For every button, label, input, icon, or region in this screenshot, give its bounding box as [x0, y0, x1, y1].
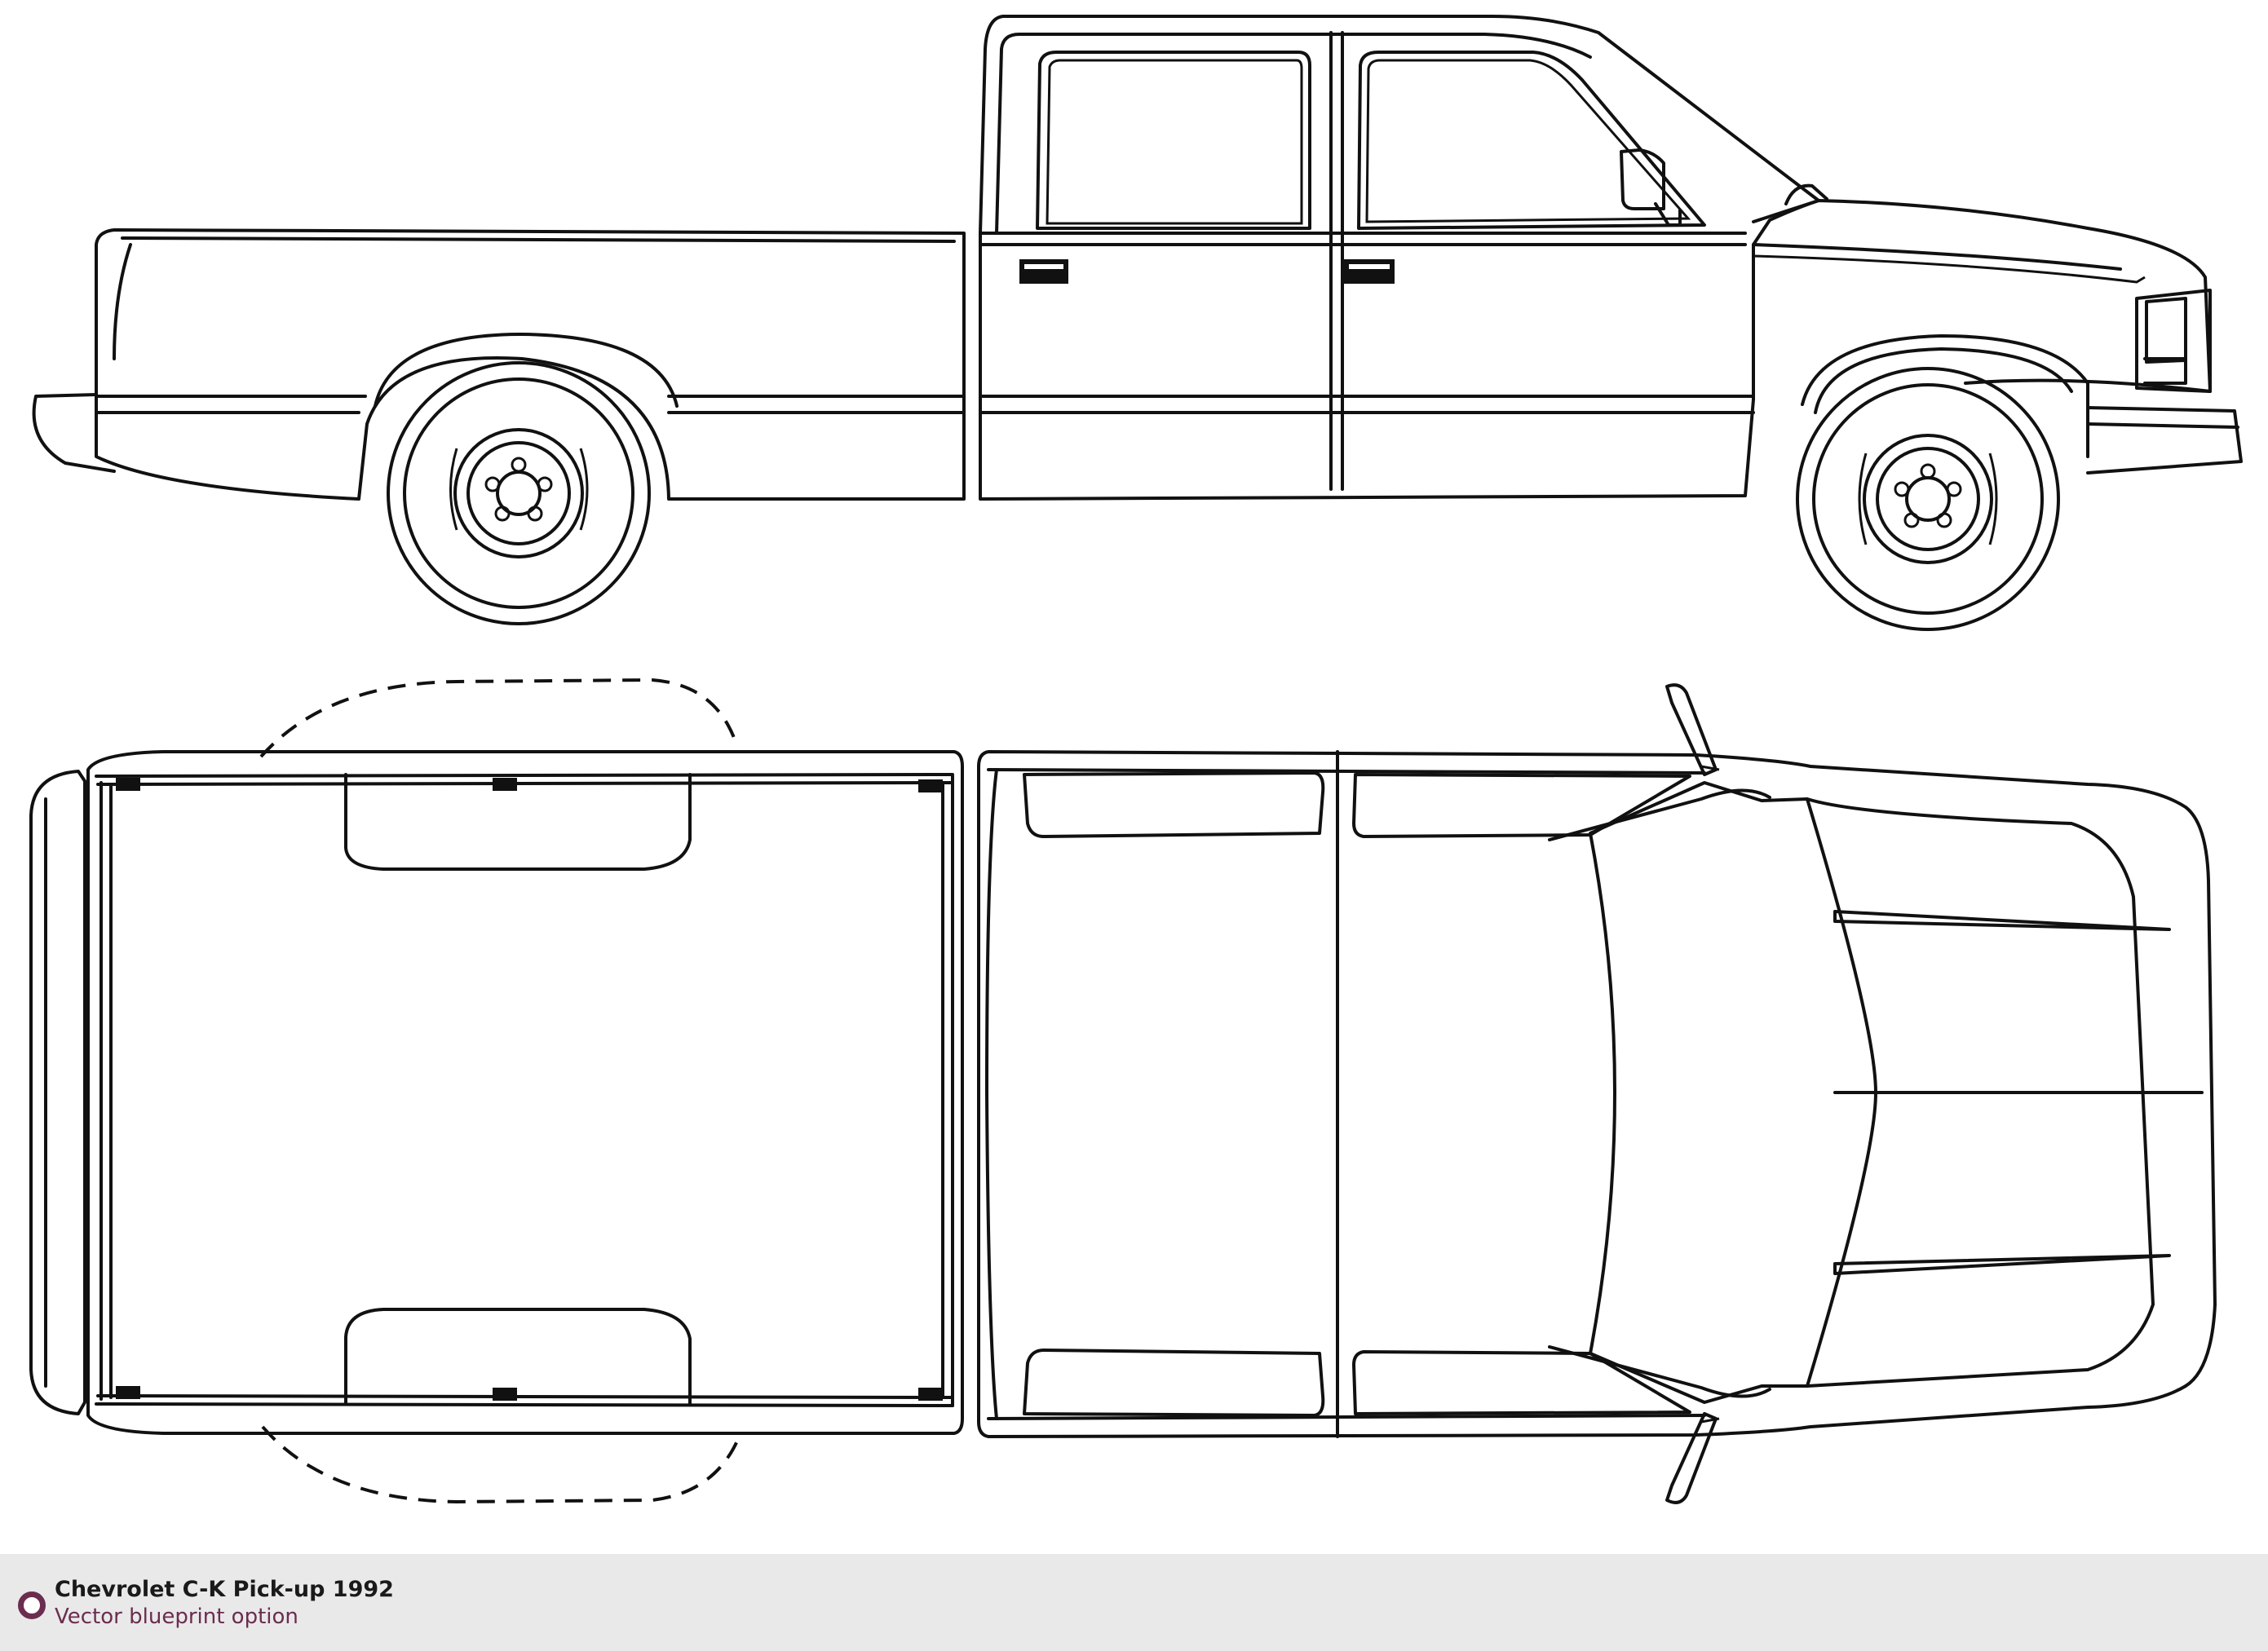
mirror-top-lower: [1665, 1412, 1718, 1504]
front-wheel: [1796, 367, 2060, 631]
side-view: [32, 15, 2243, 631]
front-bumper: [2086, 406, 2243, 475]
cab-roof-top: [977, 750, 2217, 1438]
windshield-top: [1589, 781, 1877, 1404]
hood-side: [1752, 199, 2212, 393]
rear-bumper: [32, 393, 116, 473]
front-door-handle: [1344, 259, 1395, 284]
side-mirror: [1620, 148, 1682, 227]
rear-wheel: [387, 361, 651, 625]
headlight: [2135, 289, 2212, 393]
top-view: [29, 678, 2217, 1504]
mirror-top-upper: [1665, 683, 1718, 776]
footer-subtitle: Vector blueprint option: [55, 1605, 298, 1629]
circle-bullet-icon: [18, 1591, 46, 1619]
wheel-well-top: [344, 773, 692, 871]
rear-door-handle: [1019, 259, 1068, 284]
truck-bed-top: [86, 750, 964, 1435]
rear-wheel-outline-top: [259, 678, 739, 758]
rear-bumper-top: [29, 770, 86, 1415]
footer-title: Chevrolet C-K Pick-up 1992: [55, 1577, 394, 1602]
cab-body: [979, 15, 1820, 501]
blueprint-drawing: [29, 15, 2243, 1504]
rear-door-window: [1036, 51, 1311, 230]
footer-bar: Chevrolet C-K Pick-up 1992 Vector bluepr…: [0, 1554, 2268, 1651]
wheel-well-bottom: [344, 1308, 692, 1406]
front-door-window: [1357, 51, 1706, 230]
rear-wheel-outline-bottom: [261, 1425, 742, 1504]
truck-bed-side: [95, 228, 966, 501]
